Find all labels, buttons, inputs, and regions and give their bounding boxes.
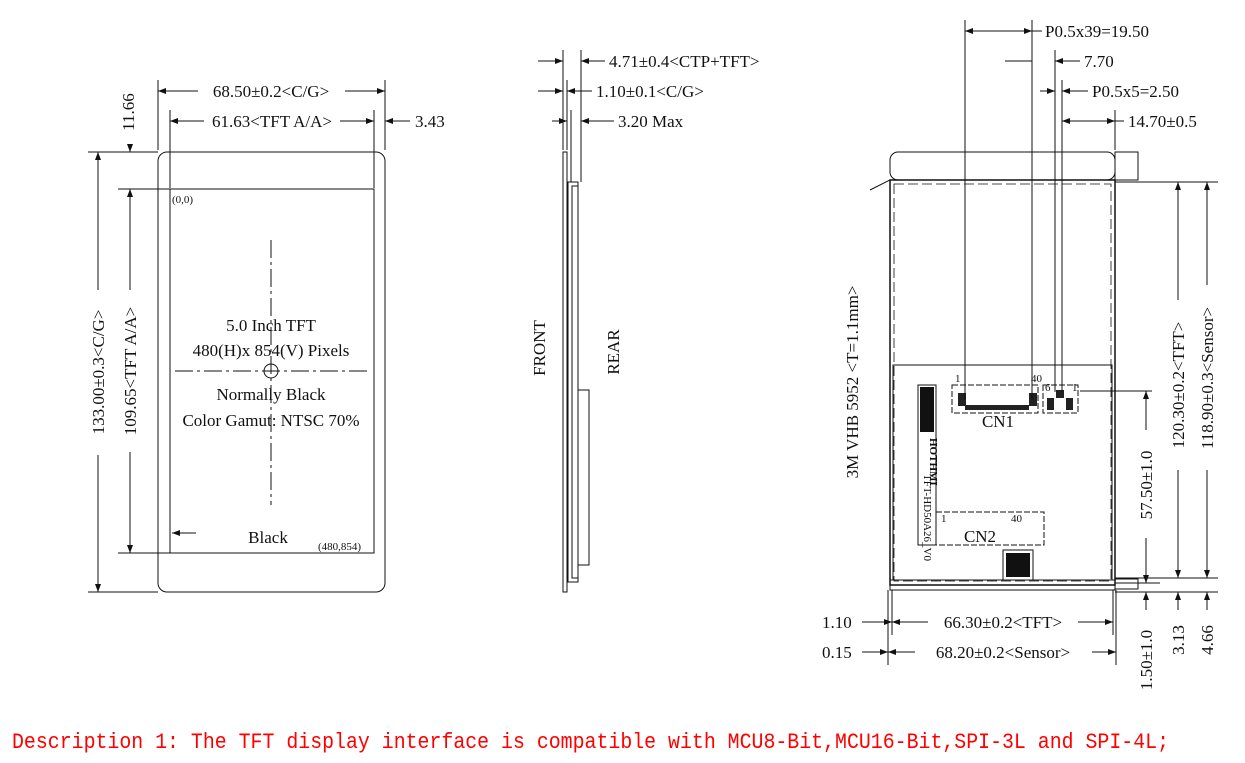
rear-label: REAR [604, 329, 623, 375]
cn2-label: CN2 [964, 527, 996, 546]
dim-width-sensor: 68.20±0.2<Sensor> [936, 643, 1070, 662]
cn1-pin-40: 40 [1031, 373, 1043, 385]
black-border-label: Black [248, 528, 288, 547]
tft-side [567, 181, 579, 583]
dim-770: 7.70 [1084, 52, 1114, 71]
end-label: (480,854) [318, 541, 361, 553]
dim-cg-thickness: 1.10±0.1<C/G> [596, 82, 704, 101]
front-line-3: Normally Black [216, 385, 326, 404]
dim-height-aa: 109.65<TFT A/A> [121, 307, 140, 435]
small-pin-1: 1 [1072, 382, 1078, 394]
dim-width-cg: 68.50±0.2<C/G> [213, 82, 329, 101]
cn1-pin-1: 1 [955, 373, 961, 385]
ic-chip [1006, 553, 1030, 577]
cover-glass [157, 151, 386, 593]
dim-height-tft: 120.30±0.2<TFT> [1169, 322, 1188, 449]
tft-body [889, 179, 1116, 586]
tape-label: 3M VHB 5952 <T=1.1mm> [843, 286, 862, 479]
fpc-side [577, 389, 590, 566]
description-note: Description 1: The TFT display interface… [12, 730, 1169, 755]
product-label [917, 384, 937, 546]
dim-pitch-39: P0.5x39=19.50 [1045, 22, 1149, 41]
dim-pitch-5: P0.5x5=2.50 [1092, 82, 1179, 101]
cn1-label: CN1 [982, 412, 1014, 431]
cover-glass-side [562, 151, 568, 593]
dim-width-aa: 61.63<TFT A/A> [212, 112, 332, 131]
dim-width-tft: 66.30±0.2<TFT> [944, 613, 1062, 632]
dim-total-thickness: 4.71±0.4<CTP+TFT> [609, 52, 760, 71]
center-mark [263, 363, 279, 379]
front-label: FRONT [530, 320, 549, 376]
dim-height-sensor: 118.90±0.3<Sensor> [1198, 307, 1217, 449]
part-number: TFT-HD50A26_V0 [921, 474, 933, 561]
front-line-2: 480(H)x 854(V) Pixels [193, 341, 350, 360]
dim-1470: 14.70±0.5 [1128, 112, 1197, 131]
dim-015: 0.15 [822, 643, 852, 662]
cn2-pin-40: 40 [1011, 513, 1023, 525]
small-pin-6: 6 [1045, 382, 1051, 394]
dim-5750: 57.50±1.0 [1137, 451, 1156, 520]
brand-logo: HOTHMI [927, 438, 939, 486]
side-view: 4.71±0.4<CTP+TFT> 1.10±0.1<C/G> 3.20 Max… [530, 50, 760, 593]
dim-466: 4.66 [1198, 625, 1217, 655]
dim-150: 1.50±1.0 [1137, 630, 1156, 690]
rear-view: 3M VHB 5952 <T=1.1mm> 1 40 CN1 6 1 HOTHM… [822, 20, 1218, 690]
dim-right-margin: 3.43 [415, 112, 445, 131]
dim-313: 3.13 [1169, 625, 1188, 655]
origin-label: (0,0) [172, 194, 193, 206]
front-line-4: Color Gamut: NTSC 70% [182, 411, 359, 430]
dim-top-margin: 11.66 [119, 93, 138, 131]
sensor-fpc-top [889, 151, 1116, 181]
front-view: 5.0 Inch TFT 480(H)x 854(V) Pixels Norma… [88, 80, 445, 593]
cn2-pin-1: 1 [941, 513, 947, 525]
front-line-1: 5.0 Inch TFT [226, 316, 316, 335]
dim-height-cg: 133.00±0.3<C/G> [89, 310, 108, 435]
active-area [169, 188, 375, 554]
dim-110: 1.10 [822, 613, 852, 632]
dim-tft-thickness: 3.20 Max [618, 112, 684, 131]
